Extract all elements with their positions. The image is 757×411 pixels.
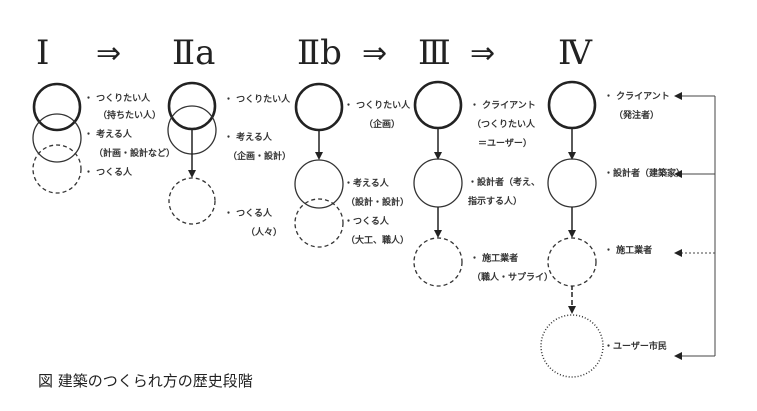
- label: ・ 施工業者: [604, 244, 652, 256]
- label: ・設計者（建築家）: [604, 167, 685, 179]
- label: ・ つくりたい人: [344, 99, 411, 111]
- builder-circle: [413, 237, 463, 287]
- stage-3-numeral: Ⅲ: [418, 33, 451, 73]
- client-circle: [32, 82, 82, 132]
- stage-4-numeral: Ⅳ: [558, 33, 593, 73]
- label: （大工、職人）: [346, 234, 409, 246]
- builder-circle: [547, 237, 597, 287]
- label: ・ 施工業者: [470, 252, 518, 264]
- label: （持ちたい人）: [98, 109, 161, 121]
- thinker-circle: [32, 113, 82, 163]
- architect-circle: [547, 158, 597, 208]
- label: （つくりたい人: [472, 118, 536, 130]
- thinker-circle: [294, 159, 344, 209]
- label: ＝ユーザー）: [478, 138, 532, 149]
- label: （発注者）: [614, 109, 659, 121]
- label: （企画）: [364, 118, 400, 130]
- client-circle: [167, 81, 217, 131]
- label: ・ 考える人: [84, 128, 133, 140]
- label: ・ つくりたい人: [224, 93, 291, 105]
- maker-circle: [294, 198, 344, 248]
- label: 指示する人）: [468, 195, 522, 207]
- label: （人々）: [246, 226, 282, 238]
- transition-arrow-2: ⇒: [362, 36, 387, 71]
- stage-2b-numeral: Ⅱb: [297, 33, 342, 73]
- stage-1-numeral: I: [36, 33, 49, 73]
- client-circle: [547, 80, 597, 130]
- stage-1: ・ つくりたい人 （持ちたい人） ・ 考える人 （計画・設計など） ・ つくる人: [32, 82, 175, 194]
- stage-2a: ・ つくりたい人 ・ 考える人 （企画・設計） ・ つくる人 （人々）: [167, 81, 291, 238]
- stage-2a-numeral: Ⅱa: [172, 33, 215, 73]
- label: ・ つくりたい人: [84, 92, 151, 104]
- label: ・つくる人: [344, 215, 390, 227]
- stage-2b: ・ つくりたい人 （企画） ・考える人 （設計・設計） ・つくる人 （大工、職人…: [294, 82, 411, 248]
- transition-arrow-1: ⇒: [96, 36, 121, 71]
- label: ・考える人: [344, 177, 390, 189]
- label: ・ クライアント: [604, 91, 670, 102]
- transition-arrow-3: ⇒: [470, 36, 495, 71]
- user-citizen-circle: [540, 314, 604, 378]
- stage-3: ・ クライアント （つくりたい人 ＝ユーザー） ・設計者（考え、 指示する人） …: [413, 80, 553, 287]
- figure-caption: 図 建築のつくられ方の歴史段階: [38, 372, 253, 390]
- label: ・設計者（考え、: [468, 176, 540, 188]
- label: ・ 考える人: [224, 131, 273, 143]
- label: （計画・設計など）: [94, 147, 175, 159]
- maker-circle: [168, 177, 216, 225]
- label: ・ユーザー市民: [604, 340, 667, 352]
- label: （職人・サプライ）: [472, 271, 553, 283]
- label: ・ クライアント: [470, 100, 536, 111]
- stage-4: ・ クライアント （発注者） ・設計者（建築家） ・ 施工業者 ・ユーザー市民: [540, 80, 716, 378]
- client-circle: [294, 82, 344, 132]
- label: ・ つくる人: [84, 166, 133, 178]
- designer-circle: [413, 158, 463, 208]
- label: （設計・設計）: [346, 196, 409, 208]
- label: ・ つくる人: [224, 207, 273, 219]
- client-circle: [413, 80, 463, 130]
- maker-circle: [32, 144, 82, 194]
- label: （企画・設計）: [228, 150, 291, 162]
